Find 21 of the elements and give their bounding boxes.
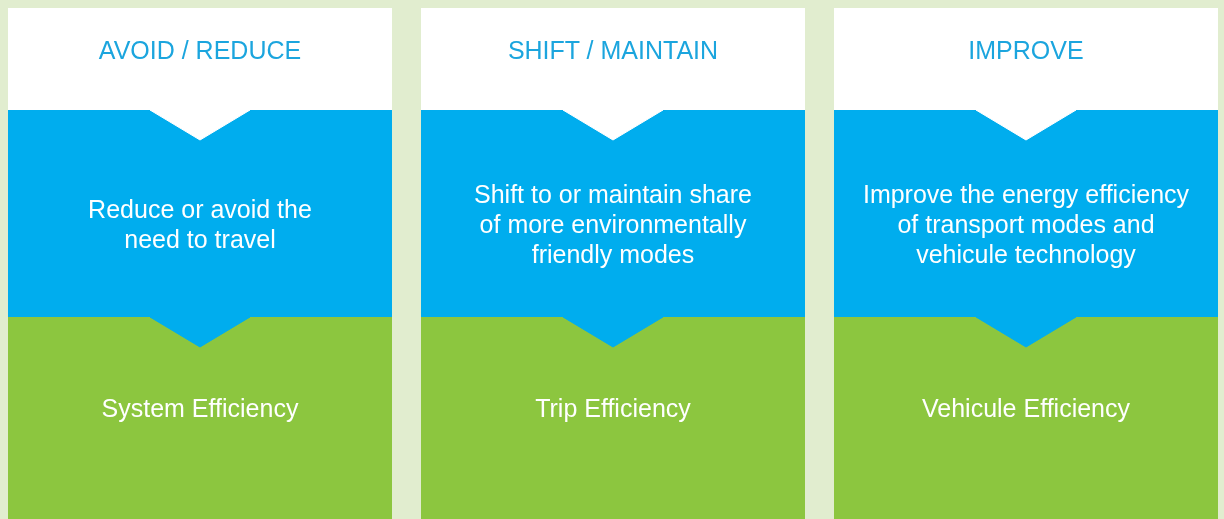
band-text: Shift to or maintain share of more environmentally friendly modes: [473, 178, 753, 269]
result-band: [8, 317, 392, 519]
chevron-arrow: [149, 316, 251, 348]
chevron-arrow: [975, 109, 1077, 141]
description-band: [834, 110, 1218, 317]
chevron-arrow: [975, 316, 1077, 348]
chevron-arrow: [149, 109, 251, 141]
chevron-arrow: [562, 109, 664, 141]
description-band: [421, 110, 805, 317]
band-text: System Efficiency: [101, 393, 299, 423]
column-heading: SHIFT / MAINTAIN: [507, 35, 719, 65]
description-band: [8, 110, 392, 317]
result-band: [834, 317, 1218, 519]
band-text: Improve the energy efficiency of transport modes and vehicule technology: [861, 178, 1191, 269]
band-text: Vehicule Efficiency: [922, 393, 1130, 423]
band-text: Trip Efficiency: [535, 393, 691, 423]
result-band: [421, 317, 805, 519]
chevron-arrow: [562, 316, 664, 348]
column-heading: IMPROVE: [968, 35, 1084, 65]
band-text: Reduce or avoid the need to travel: [87, 193, 313, 254]
column-heading: AVOID / REDUCE: [98, 35, 302, 65]
